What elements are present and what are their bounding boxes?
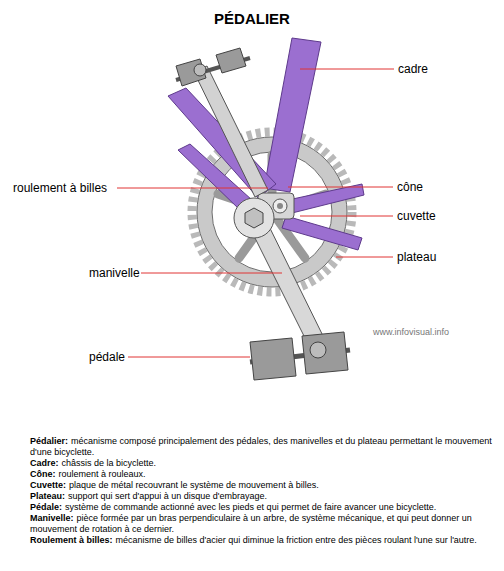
definition-term: Roulement à billes: (30, 535, 113, 545)
definition-term: Cuvette: (30, 480, 66, 490)
definition-text: pièce formée par un bras perpendiculaire… (30, 513, 472, 534)
definition-term: Pédale: (30, 502, 62, 512)
definition: Plateau:support qui sert d'appui à un di… (30, 491, 500, 502)
definition-text: mécanisme composé principalement des péd… (30, 436, 492, 457)
definition: Manivelle:pièce formée par un bras perpe… (30, 513, 500, 535)
part-label: plateau (396, 250, 437, 264)
definition: Cadre:châssis de la bicyclette. (30, 458, 500, 469)
definition-term: Plateau: (30, 491, 65, 501)
part-label: pédale (88, 350, 126, 364)
leader-lines (117, 69, 394, 357)
part-label: cône (396, 180, 424, 194)
title: PÉDALIER (0, 10, 504, 27)
upper-pedal (176, 48, 250, 86)
definition-term: Cône: (30, 469, 56, 479)
definition-term: Cadre: (30, 458, 59, 468)
lower-pedal (250, 332, 350, 380)
part-label: cuvette (396, 209, 437, 223)
definition-text: plaque de métal recouvrant le système de… (69, 480, 319, 490)
definition-text: mécanisme de billes d'acier qui diminue … (116, 535, 477, 545)
definition-text: châssis de la bicyclette. (62, 458, 157, 468)
definition: Pédale:système de commande actionné avec… (30, 502, 500, 513)
part-label: roulement à billes (12, 181, 108, 195)
definition: Roulement à billes:mécanisme de billes d… (30, 535, 500, 546)
definition-term: Manivelle: (30, 513, 74, 523)
definition: Cuvette:plaque de métal recouvrant le sy… (30, 480, 500, 491)
definitions: Pédalier:mécanisme composé principalemen… (30, 436, 500, 546)
definition-term: Pédalier: (30, 436, 68, 446)
watermark: www.infovisual.info (373, 327, 449, 337)
part-label: cadre (397, 62, 429, 76)
definition-text: système de commande actionné avec les pi… (65, 502, 436, 512)
definition-text: support qui sert d'appui à un disque d'e… (68, 491, 267, 501)
part-label: manivelle (88, 266, 141, 280)
definition-text: roulement à rouleaux. (59, 469, 146, 479)
definition: Pédalier:mécanisme composé principalemen… (30, 436, 500, 458)
frame-tubes (168, 38, 364, 250)
lower-crank (234, 198, 327, 352)
upper-crank (194, 66, 268, 197)
definition: Cône:roulement à rouleaux. (30, 469, 500, 480)
